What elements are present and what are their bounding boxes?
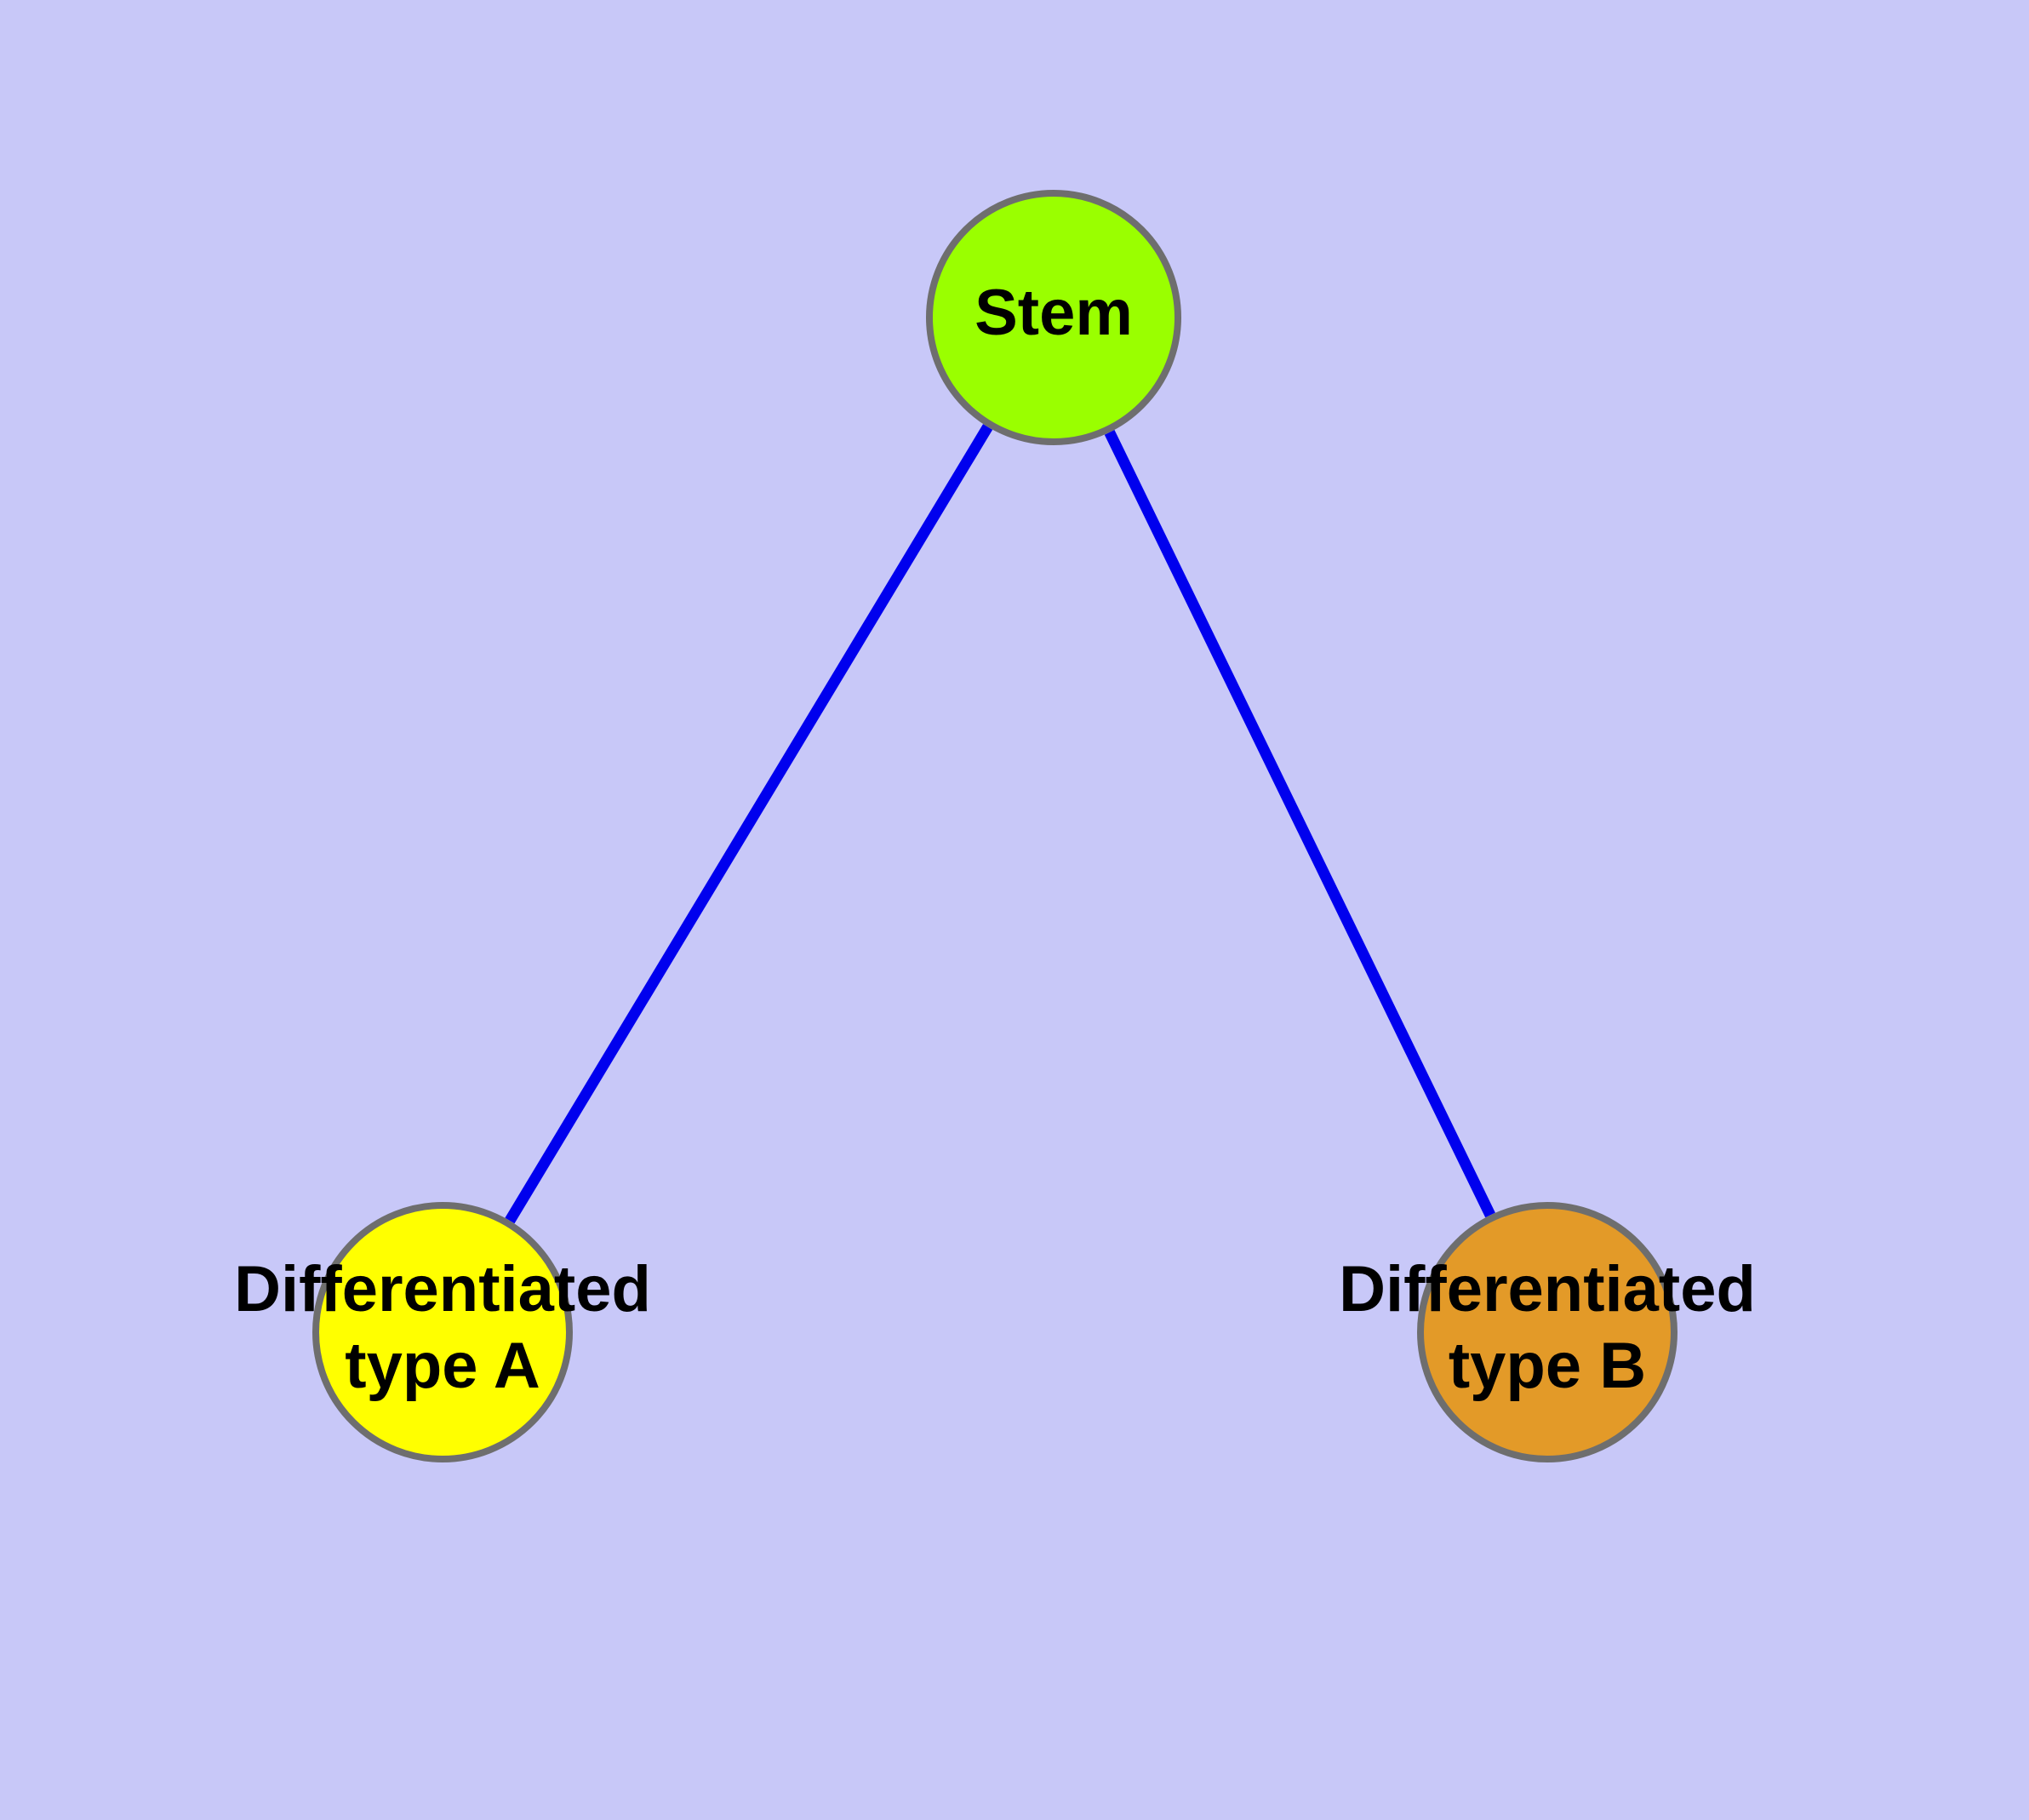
node-circle-stem[interactable] (926, 190, 1181, 445)
node-label-line: Differentiated (1339, 1253, 1756, 1325)
node-circle-diff-b[interactable] (1417, 1202, 1677, 1462)
node-label-line: type B (1449, 1330, 1646, 1402)
node-circle-diff-a[interactable] (312, 1202, 573, 1462)
node-label-line: Stem (974, 277, 1133, 349)
node-label-stem: Stem (974, 277, 1133, 349)
node-label-line: Differentiated (234, 1253, 651, 1325)
edge-stem-to-diff-b (1104, 430, 1495, 1218)
edges-group (505, 424, 1495, 1224)
node-stem[interactable]: Stem (926, 190, 1181, 445)
edge-stem-to-diff-a (505, 424, 993, 1224)
node-label-line: type A (345, 1330, 540, 1402)
